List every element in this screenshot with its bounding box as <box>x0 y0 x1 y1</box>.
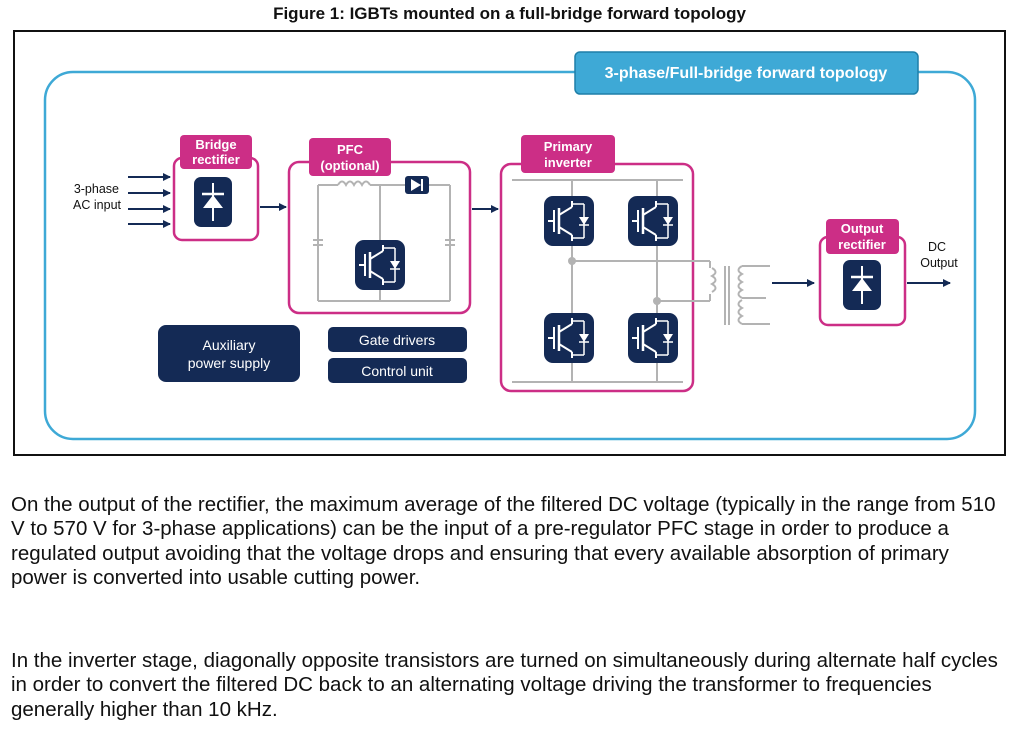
primary-inverter-line2: inverter <box>544 155 592 170</box>
pfc-line2: (optional) <box>320 158 379 173</box>
bridge-rectifier-tag <box>180 135 252 169</box>
transformer-icon <box>709 265 770 325</box>
input-label-line2: AC input <box>73 198 121 212</box>
gate-drivers-box <box>328 327 467 352</box>
inverter-nodes <box>568 257 661 305</box>
output-rectifier-tag <box>826 219 899 254</box>
topology-diagram: 3-phase/Full-bridge forward topology 3-p… <box>43 51 977 441</box>
figure-title: Figure 1: IGBTs mounted on a full-bridge… <box>273 4 746 23</box>
output-label-line1: DC <box>928 240 946 254</box>
bridge-rectifier-line1: Bridge <box>195 137 236 152</box>
control-unit-box <box>328 358 467 383</box>
aux-supply-line1: Auxiliary <box>203 337 256 353</box>
inverter-igbt-bottom-right-icon <box>626 311 680 365</box>
inverter-igbt-top-right-icon <box>626 194 680 248</box>
pfc-circuit <box>313 180 455 302</box>
output-label-line2: Output <box>920 256 958 270</box>
control-unit-label: Control unit <box>361 363 433 379</box>
output-diode-icon <box>841 258 883 312</box>
inverter-igbt-bottom-left-icon <box>542 311 596 365</box>
pfc-tag <box>309 138 391 176</box>
paragraph-inverter-stage: In the inverter stage, diagonally opposi… <box>11 649 998 721</box>
gate-drivers-label: Gate drivers <box>359 332 435 348</box>
topology-label-box <box>574 51 919 95</box>
primary-inverter-line1: Primary <box>544 139 593 154</box>
input-label-line1: 3-phase <box>74 182 119 196</box>
pfc-line1: PFC <box>337 142 364 157</box>
aux-power-supply-box <box>158 325 300 382</box>
output-rectifier-line2: rectifier <box>838 237 886 252</box>
aux-supply-line2: power supply <box>188 355 271 371</box>
bridge-diode-icon <box>192 175 234 229</box>
output-rectifier-line1: Output <box>841 221 884 236</box>
figure-frame <box>13 30 1006 456</box>
inverter-igbt-top-left-icon <box>542 194 596 248</box>
ac-input-arrows <box>128 173 171 228</box>
topology-container <box>43 70 977 441</box>
paragraph-rectifier-output: On the output of the rectifier, the maxi… <box>11 493 996 590</box>
topology-label: 3-phase/Full-bridge forward topology <box>605 65 888 82</box>
pfc-igbt-icon <box>353 238 407 292</box>
primary-inverter-tag <box>521 135 615 173</box>
bridge-rectifier-line2: rectifier <box>192 152 240 167</box>
